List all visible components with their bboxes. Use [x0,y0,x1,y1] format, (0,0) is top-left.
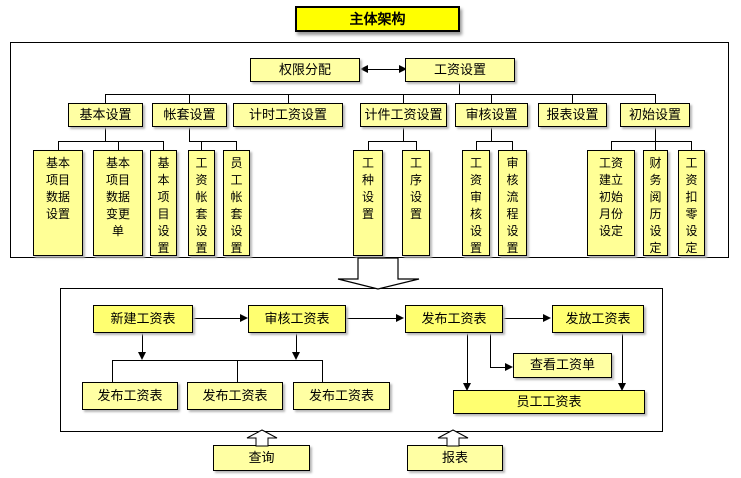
detail-salary-account-set: 工 资 帐 套 设 置 [188,150,215,256]
connector [655,127,656,141]
connector [622,333,623,383]
query-up-arrow [246,429,278,447]
connector [236,141,237,150]
connector [368,141,417,142]
salary-setup-box: 工资设置 [405,58,515,82]
flow-audit-payroll: 审核工资表 [248,305,346,333]
arrowhead-right [399,65,407,73]
category-piecework-wage-settings: 计件工资设置 [360,103,447,127]
category-account-set-settings: 帐套设置 [152,103,227,127]
arrowhead-left [360,65,368,73]
connector [572,94,573,103]
diagram-title: 主体架构 [295,6,460,32]
connector [476,141,513,142]
connector [503,318,544,319]
connector [490,367,506,368]
report-box: 报表 [407,445,503,471]
connector [142,333,143,352]
connector [368,69,400,70]
arrowhead-down [618,383,626,391]
flow-publish-payroll: 发布工资表 [405,305,503,333]
detail-finance-calendar-setup: 财 务 阅 历 设 定 [643,150,668,256]
connector [112,360,323,361]
connector [189,141,237,142]
detail-audit-flow-setup: 审 核 流 程 设 置 [498,150,527,256]
connector [655,94,656,103]
connector [105,94,656,95]
arrowhead-down [292,352,300,360]
connector [611,141,612,150]
connector [512,141,513,150]
connector [368,141,369,150]
flow-create-payroll: 新建工资表 [93,305,193,333]
detail-salary-rounding-setup: 工 资 扣 零 设 定 [678,150,705,256]
detail-employee-account-set: 员 工 帐 套 设 置 [223,150,250,256]
connector [118,141,119,150]
connector [403,127,404,141]
connector [691,141,692,150]
report-up-arrow [437,429,469,447]
connector [459,82,460,94]
detail-basic-item-data-setup: 基本 项目 数据 设置 [33,150,83,256]
connector [476,141,477,150]
connector [163,141,164,150]
connector [105,94,106,103]
permission-box: 权限分配 [250,58,360,82]
category-audit-settings: 审核设置 [455,103,528,127]
arrowhead-right [505,363,513,371]
connector [58,141,164,142]
connector [58,141,59,150]
publish-payroll-box-2: 发布工资表 [187,382,283,410]
publish-payroll-box-3: 发布工资表 [293,382,390,410]
connector [288,94,289,103]
connector [467,333,468,383]
arrowhead-right [543,314,551,322]
connector [193,318,241,319]
connector [296,333,297,352]
connector [655,141,656,150]
connector [416,141,417,150]
connector [346,318,397,319]
connector [491,127,492,141]
detail-initial-month-setup: 工资 建立 初始 月份 设定 [587,150,635,256]
category-report-settings: 报表设置 [538,103,607,127]
detail-process-setup: 工 序 设 置 [402,150,430,256]
connector [189,94,190,103]
arrowhead-right [396,314,404,322]
detail-basic-item-setup: 基 本 项 目 设 置 [150,150,177,256]
employee-payroll-box: 员工工资表 [453,390,645,414]
section-down-arrow [337,257,420,290]
connector [490,333,491,367]
flow-issue-payroll: 发放工资表 [552,305,644,333]
category-initial-settings: 初始设置 [620,103,690,127]
connector [189,127,190,141]
arrowhead-down [138,352,146,360]
publish-payroll-box-1: 发布工资表 [82,382,178,410]
category-hourly-wage-settings: 计时工资设置 [233,103,343,127]
arrowhead-down [463,383,471,391]
category-basic-settings: 基本设置 [68,103,143,127]
connector [403,94,404,103]
detail-salary-audit-setup: 工 资 审 核 设 置 [462,150,490,256]
connector [611,141,692,142]
query-box: 查询 [213,445,310,471]
connector [112,360,113,382]
detail-basic-item-data-change: 基本 项目 数据 变更 单 [93,150,143,256]
detail-job-type-setup: 工 种 设 置 [353,150,383,256]
arrowhead-right [240,314,248,322]
connector [105,127,106,141]
view-payslip-box: 查看工资单 [513,353,612,378]
connector [201,141,202,150]
connector [322,360,323,382]
connector [491,94,492,103]
connector [237,360,238,382]
